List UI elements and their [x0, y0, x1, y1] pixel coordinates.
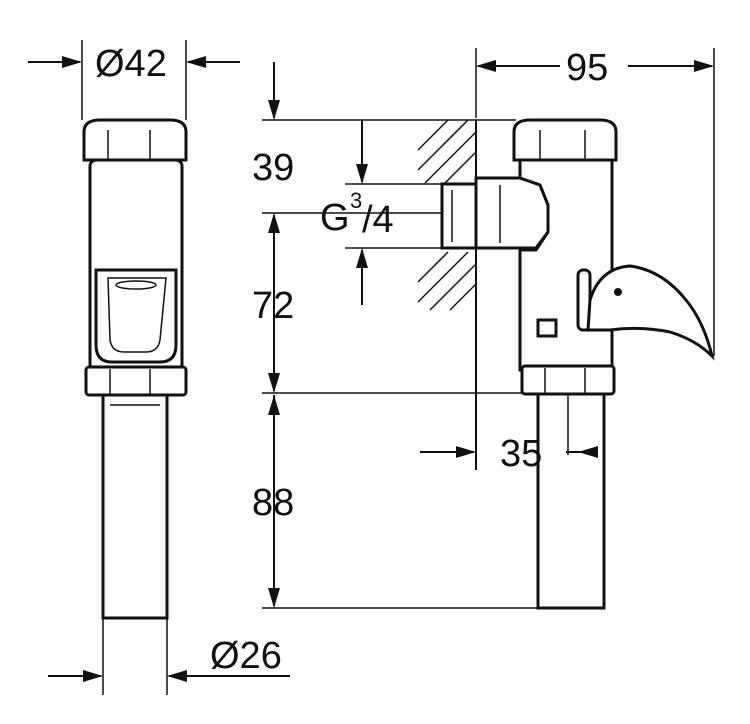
side-bottom-nut: [520, 364, 616, 396]
label-thread-num: 3: [350, 188, 362, 213]
side-top-nut: [512, 118, 618, 162]
front-view: [82, 118, 188, 620]
dim-vertical-chain: 39 72 88: [252, 62, 294, 608]
front-push-button: [94, 268, 178, 364]
dim-thread: G 3 /4: [320, 120, 394, 305]
arrow-head: [83, 670, 103, 682]
arrow-head: [578, 446, 598, 458]
lever-pivot: [614, 288, 622, 296]
button-inner: [107, 277, 167, 353]
label-95: 95: [566, 47, 608, 89]
arrow-head: [268, 100, 280, 120]
label-d42: Ø42: [95, 43, 167, 85]
label-88: 88: [252, 482, 294, 524]
arrow-head: [167, 670, 187, 682]
reference-lines: [262, 119, 604, 609]
logo-mark: [115, 280, 157, 290]
arrow-head: [62, 56, 82, 68]
side-pipe: [536, 388, 606, 610]
dim-35: 35: [420, 395, 605, 475]
label-d26: Ø26: [210, 635, 282, 677]
arrow-head: [268, 395, 280, 415]
label-35: 35: [500, 433, 542, 475]
front-pipe: [101, 388, 169, 620]
arrow-head: [356, 248, 368, 268]
arrow-head: [356, 164, 368, 184]
arrow-head: [694, 60, 714, 72]
side-pipe-body: [536, 388, 606, 610]
connector-body: [474, 173, 550, 250]
arrow-head: [186, 56, 206, 68]
label-39: 39: [252, 147, 294, 189]
side-connector: [440, 173, 550, 250]
arrow-head: [268, 213, 280, 233]
front-top-nut: [82, 118, 188, 162]
dim-95: 95: [475, 47, 715, 356]
thread-fitting: [440, 182, 478, 250]
wall-section: [417, 119, 477, 470]
side-view: [512, 118, 715, 396]
label-72: 72: [252, 285, 294, 327]
label-thread-den: /4: [362, 199, 394, 241]
arrow-head: [268, 588, 280, 608]
dim-diameter-42: Ø42: [28, 40, 240, 120]
arrow-head: [476, 60, 496, 72]
arrow-head: [268, 373, 280, 393]
label-thread-base: G: [320, 197, 350, 239]
dim-diameter-26: Ø26: [48, 618, 290, 695]
indicator-square: [536, 318, 558, 338]
front-bottom-nut: [84, 365, 188, 397]
arrow-head: [456, 446, 476, 458]
